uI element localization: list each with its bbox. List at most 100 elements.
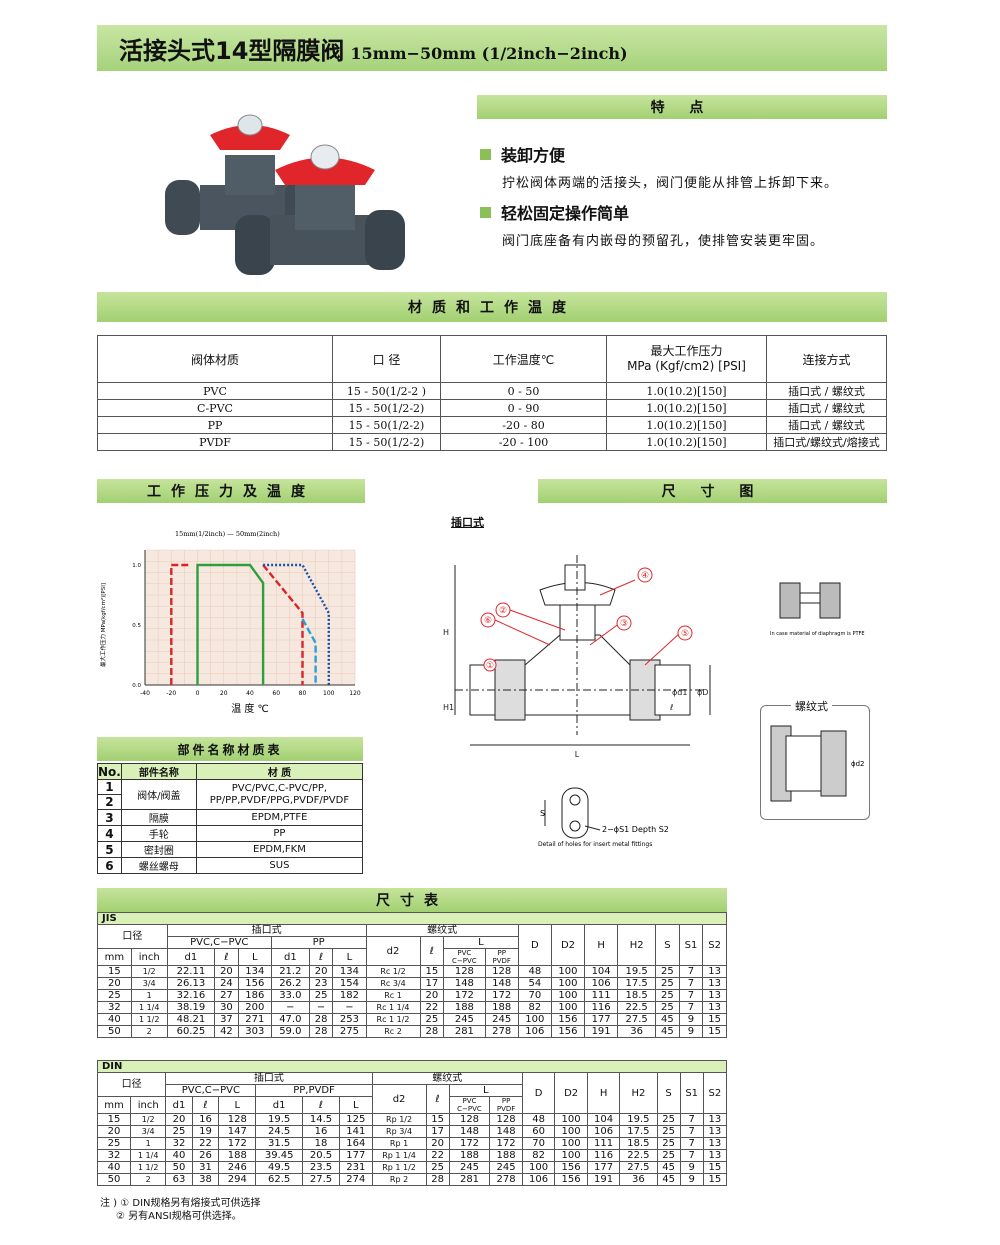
callout-2: ② <box>499 606 507 616</box>
dim-cell: 200 <box>237 1001 272 1014</box>
title-main: 活接头式14型隔膜阀 <box>119 37 345 65</box>
material-cell: 插口式/螺纹式/熔接式 <box>766 433 887 451</box>
dim-col-l-small: ℓ <box>425 1084 450 1114</box>
x-tick-label: 20 <box>220 690 228 697</box>
dim-cell: 25 <box>655 965 680 978</box>
part-name: 密封圈 <box>120 841 197 858</box>
feature-1: 装卸方便 拧松阀体两端的活接头，阀门便能从排管上拆卸下来。 <box>480 142 900 191</box>
dim-cell: 1/2 <box>130 965 168 978</box>
x-tick-label: -20 <box>166 690 176 697</box>
dim-col-d2: d2 <box>365 936 421 966</box>
dim-cell: 106 <box>517 1025 552 1038</box>
callout-4: ④ <box>641 571 649 581</box>
mat-col-material: 阀体材质 <box>97 335 333 383</box>
chart-y-label: 最大工作压力 MPa(kgf/cm²)[PSI] <box>99 583 107 667</box>
dim-cell: 25 <box>656 1137 681 1150</box>
dim-cell: Rp 1/2 <box>371 1113 427 1126</box>
material-cell: PP <box>97 416 333 434</box>
dim-cell: 16 <box>301 1125 341 1138</box>
dim-cell: Rc 1 1/2 <box>365 1013 421 1026</box>
dim-cell: 36 <box>617 1025 657 1038</box>
dim-col-l-small: ℓ <box>419 936 445 966</box>
dim-cell: 111 <box>584 989 619 1002</box>
dim-cell: Rc 2 <box>365 1025 421 1038</box>
ptfe-detail-drawing: In case material of diaphragm is PTFE <box>770 582 865 637</box>
material-cell: 1.0(10.2)[150] <box>606 399 767 417</box>
dim-cell: 13 <box>702 1149 728 1162</box>
dim-cell: 15 <box>702 1161 728 1174</box>
dim-cell: Rc 1 1/4 <box>365 1001 421 1014</box>
feature-2: 轻松固定操作简单 阀门底座备有内嵌母的预留孔，使排管安装更牢固。 <box>480 200 900 249</box>
dim-cell: 27.5 <box>301 1173 341 1186</box>
dim-cell: 25 <box>165 1125 193 1138</box>
dim-cell: 100 <box>550 977 586 990</box>
dim-cell: 40 <box>96 1161 132 1174</box>
dim-col-d: D <box>517 924 552 966</box>
dim-cell: 1 <box>130 989 168 1002</box>
dim-cell: 271 <box>237 1013 272 1026</box>
dim-cell: 50 <box>165 1161 193 1174</box>
dim-col-mm: mm <box>97 948 132 966</box>
dim-col-s1: S1 <box>678 924 704 966</box>
dim-cell: 36 <box>619 1173 658 1186</box>
dim-cell: 281 <box>448 1173 491 1186</box>
material-cell: -20 - 100 <box>440 433 607 451</box>
dim-cell: Rp 1 <box>371 1137 427 1150</box>
material-cell: 0 - 90 <box>440 399 607 417</box>
dim-cell: 62.5 <box>255 1173 303 1186</box>
dim-cell: 17 <box>419 977 445 990</box>
part-material: SUS <box>195 857 364 874</box>
dim-cell: 191 <box>586 1173 621 1186</box>
holes-detail-drawing: S 2−ϕS1 Depth S2 Detail of holes for ins… <box>538 787 669 848</box>
dim-cell: 172 <box>489 1137 523 1150</box>
dim-cell: 21.2 <box>270 965 310 978</box>
footnote-1: 注 ) ① DIN规格另有熔接式可供选择 <box>100 1198 261 1209</box>
dim-cell: 25 <box>656 1125 681 1138</box>
part-material: PVC/PVC,C-PVC/PP, PP/PP,PVDF/PPG,PVDF/PV… <box>195 779 364 810</box>
dim-cell: 148 <box>448 1125 491 1138</box>
material-heading: 材质和工作温度 <box>408 300 576 316</box>
dim-cell: 182 <box>332 989 367 1002</box>
dim-group-1: PVC,C−PVC <box>166 936 272 949</box>
dim-cell: 39.45 <box>255 1149 303 1162</box>
dim-cell: 48.21 <box>166 1013 216 1026</box>
y-tick-label: 0.0 <box>132 683 141 689</box>
dim-cell: 22.11 <box>166 965 216 978</box>
dim-col-h: H <box>584 924 619 966</box>
dim-h1-label: H1 <box>443 703 454 712</box>
dim-cell: 50 <box>96 1173 132 1186</box>
dim-cell: 104 <box>584 965 619 978</box>
dim-col-pvc: PVC C−PVC <box>448 1096 491 1114</box>
dim-cell: 13 <box>702 1137 728 1150</box>
mat-col-temp: 工作温度℃ <box>440 335 607 383</box>
dim-cell: 7 <box>678 977 704 990</box>
parts-bar: 部件名称材质表 <box>97 737 363 761</box>
dim-col-d1: d1 <box>270 948 310 966</box>
dim-cell: 18 <box>301 1137 341 1150</box>
dim-cell: 20 <box>214 965 239 978</box>
dim-cell: 20 <box>419 989 445 1002</box>
part-no: 3 <box>97 809 122 826</box>
dim-cell: 45 <box>655 1025 680 1038</box>
dim-cell: 2 <box>130 1025 168 1038</box>
dim-col-inch: inch <box>130 948 168 966</box>
parts-col-material: 材 质 <box>195 763 364 780</box>
feature-2-text: 阀门底座备有内嵌母的预留孔，使排管安装更牢固。 <box>502 234 825 249</box>
dim-cell: 172 <box>484 989 519 1002</box>
dim-cell: 18.5 <box>619 1137 658 1150</box>
dim-cell: 17.5 <box>619 1125 658 1138</box>
dim-cell: 22.5 <box>617 1001 657 1014</box>
dim-cell: 156 <box>554 1173 588 1186</box>
dim-col-d1: d1 <box>165 1096 193 1114</box>
dim-col-d: D <box>521 1072 556 1114</box>
x-tick-label: 100 <box>323 690 335 697</box>
dim-cell: 20 <box>96 1125 132 1138</box>
dim-cell: 141 <box>339 1125 373 1138</box>
dim-cell: 191 <box>584 1025 619 1038</box>
